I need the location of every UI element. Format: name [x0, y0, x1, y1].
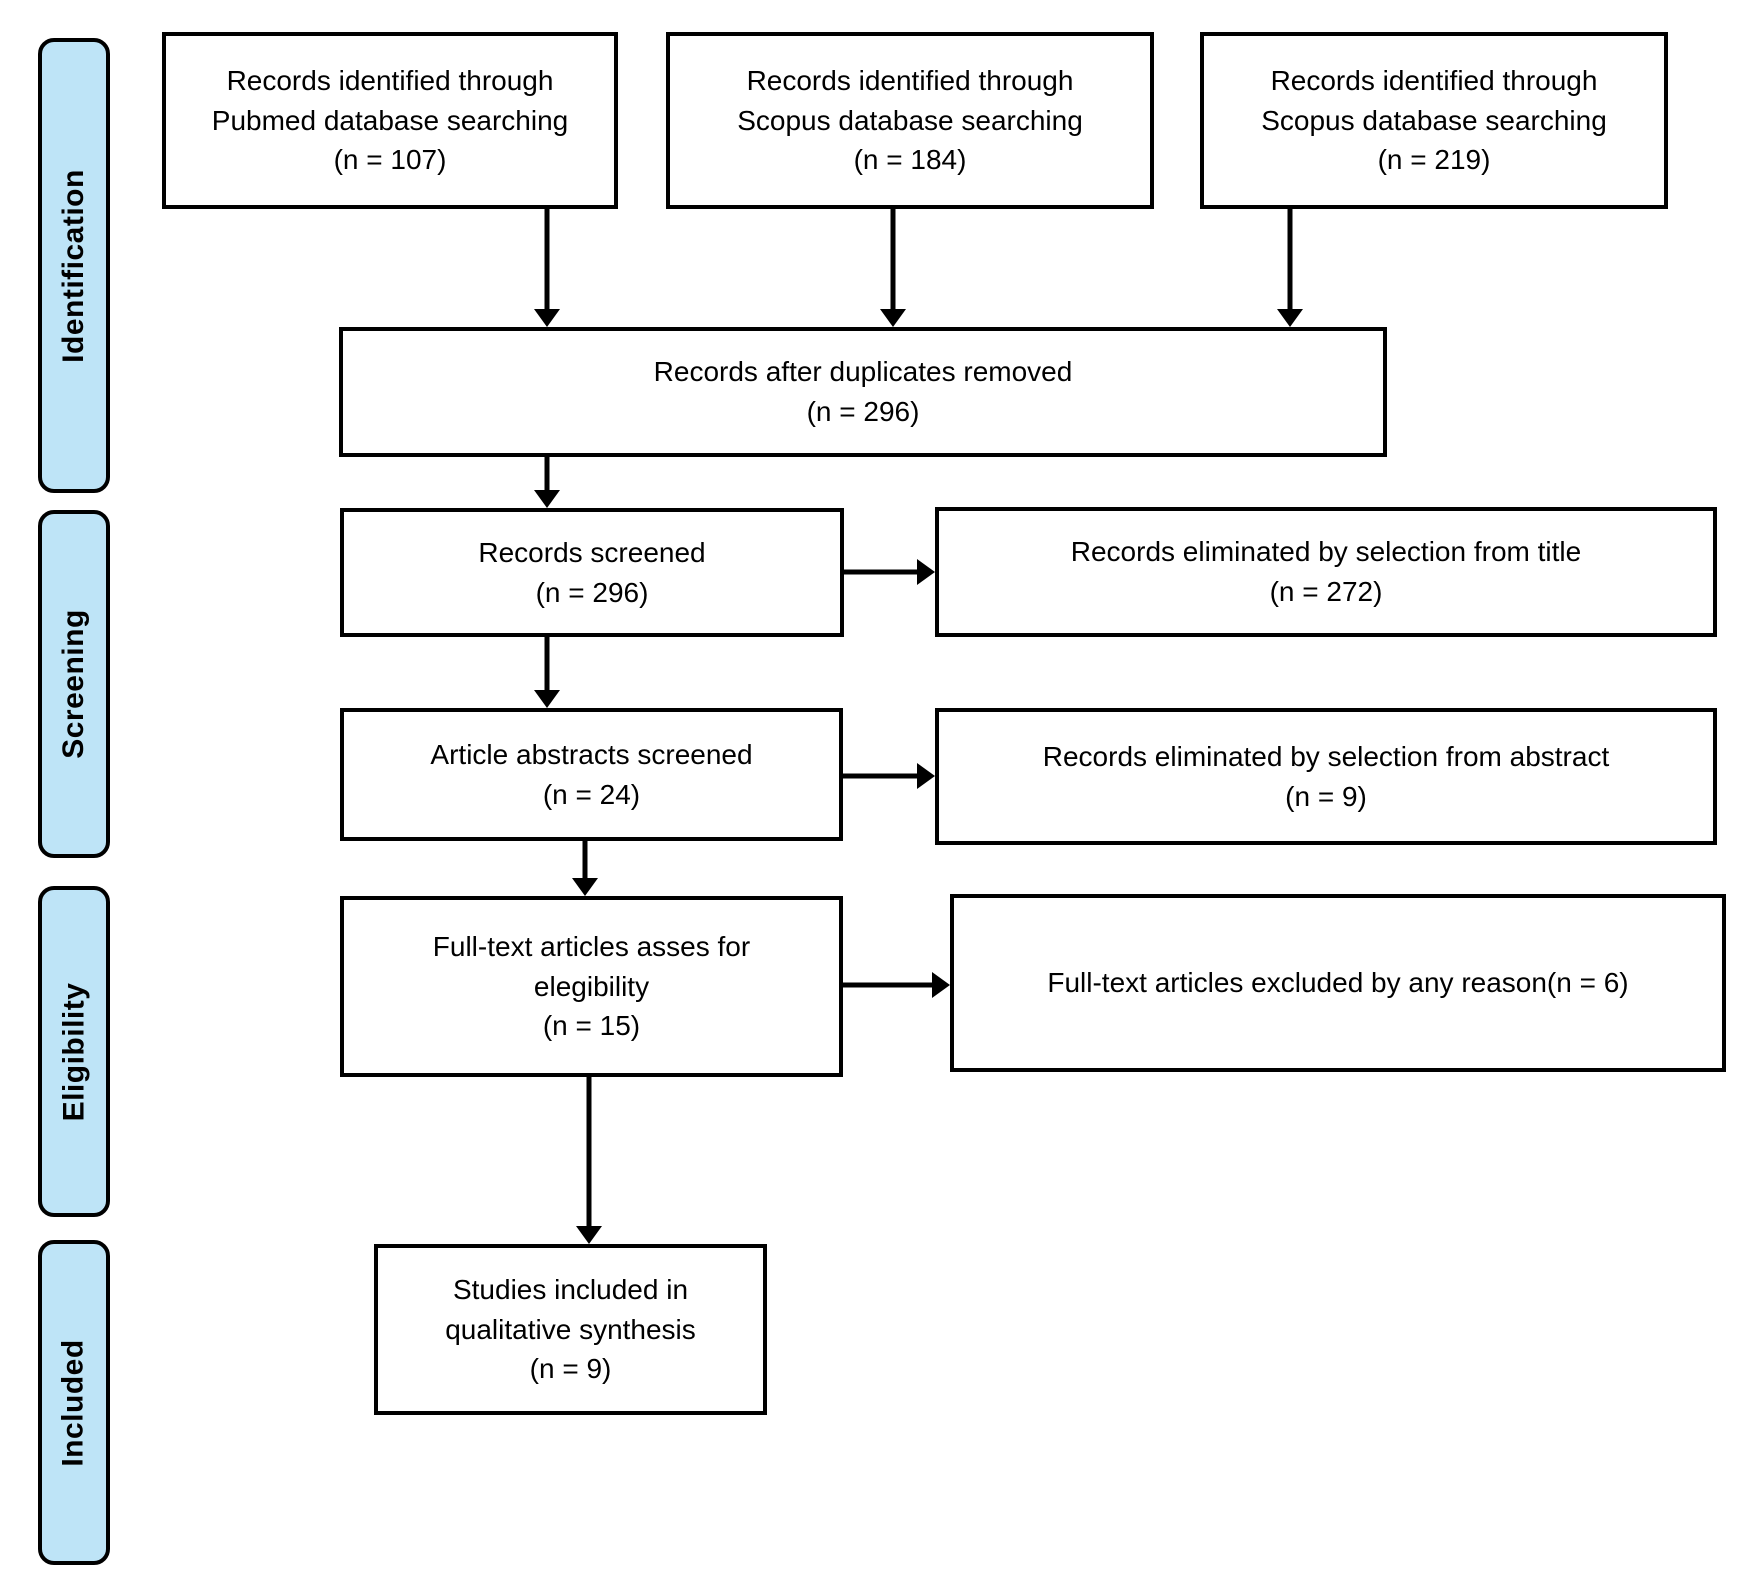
box-line: Records identified through	[746, 64, 1074, 96]
box-line: Scopus database searching	[737, 104, 1083, 136]
box-line: qualitative synthesis	[445, 1313, 696, 1345]
box-records-screened: Records screened (n = 296)	[340, 508, 844, 637]
arrow-abstracts-to-fulltext	[572, 841, 598, 896]
arrow-screened-to-abstracts	[534, 637, 560, 708]
box-line: Full-text articles excluded by any reaso…	[1047, 967, 1629, 999]
stage-identification-label: Identification	[57, 168, 91, 363]
arrow-abstracts-to-abstract-excluded	[843, 763, 935, 789]
box-records-eliminated-by-abstract: Records eliminated by selection from abs…	[935, 708, 1717, 845]
box-line: Records eliminated by selection from abs…	[1042, 740, 1610, 772]
stage-screening-label: Screening	[57, 609, 90, 759]
arrow-scopus1-to-duplicates	[880, 209, 906, 327]
box-records-identified-pubmed: Records identified through Pubmed databa…	[162, 32, 618, 209]
box-count: (n = 184)	[853, 144, 967, 176]
stage-included: Included	[38, 1240, 110, 1565]
box-line: Records identified through	[226, 64, 554, 96]
arrow-pubmed-to-duplicates	[534, 209, 560, 327]
arrow-duplicates-to-screened	[534, 457, 560, 508]
box-records-after-duplicates-removed: Records after duplicates removed (n = 29…	[339, 327, 1387, 457]
box-line: Scopus database searching	[1261, 104, 1607, 136]
box-count: (n = 107)	[333, 144, 447, 176]
box-studies-included: Studies included in qualitative synthesi…	[374, 1244, 767, 1415]
arrow-scopus2-to-duplicates	[1277, 209, 1303, 327]
stage-identification: Identification	[38, 38, 110, 493]
box-count: (n = 296)	[535, 576, 649, 608]
box-count: (n = 9)	[529, 1353, 612, 1385]
box-count: (n = 15)	[542, 1010, 641, 1042]
stage-eligibility: Eligibility	[38, 886, 110, 1217]
box-count: (n = 24)	[542, 778, 641, 810]
stage-eligibility-label: Eligibility	[57, 982, 91, 1121]
box-line: Records after duplicates removed	[653, 356, 1073, 388]
box-count: (n = 9)	[1285, 780, 1367, 812]
box-records-identified-scopus-1: Records identified through Scopus databa…	[666, 32, 1154, 209]
box-line: Records eliminated by selection from tit…	[1070, 536, 1582, 568]
box-line: Records screened	[478, 536, 706, 568]
arrow-fulltext-to-fulltext-excluded	[843, 972, 950, 998]
box-fulltext-excluded: Full-text articles excluded by any reaso…	[950, 894, 1726, 1072]
box-article-abstracts-screened: Article abstracts screened (n = 24)	[340, 708, 843, 841]
box-line: Studies included in	[452, 1273, 689, 1305]
arrow-fulltext-to-included	[576, 1077, 602, 1244]
box-fulltext-assessed: Full-text articles asses for elegibility…	[340, 896, 843, 1077]
box-count: (n = 272)	[1269, 576, 1383, 607]
stage-screening: Screening	[38, 510, 110, 858]
box-line: Article abstracts screened	[430, 738, 753, 770]
box-line: Records identified through	[1270, 64, 1598, 96]
box-line: elegibility	[533, 970, 650, 1002]
box-count: (n = 296)	[806, 396, 920, 427]
stage-included-label: Included	[57, 1338, 90, 1467]
box-count: (n = 219)	[1377, 144, 1491, 176]
box-line: Pubmed database searching	[211, 104, 569, 136]
arrow-screened-to-title-excluded	[844, 559, 935, 585]
box-line: Full-text articles asses for	[432, 930, 751, 962]
box-records-identified-scopus-2: Records identified through Scopus databa…	[1200, 32, 1668, 209]
box-records-eliminated-by-title: Records eliminated by selection from tit…	[935, 507, 1717, 637]
